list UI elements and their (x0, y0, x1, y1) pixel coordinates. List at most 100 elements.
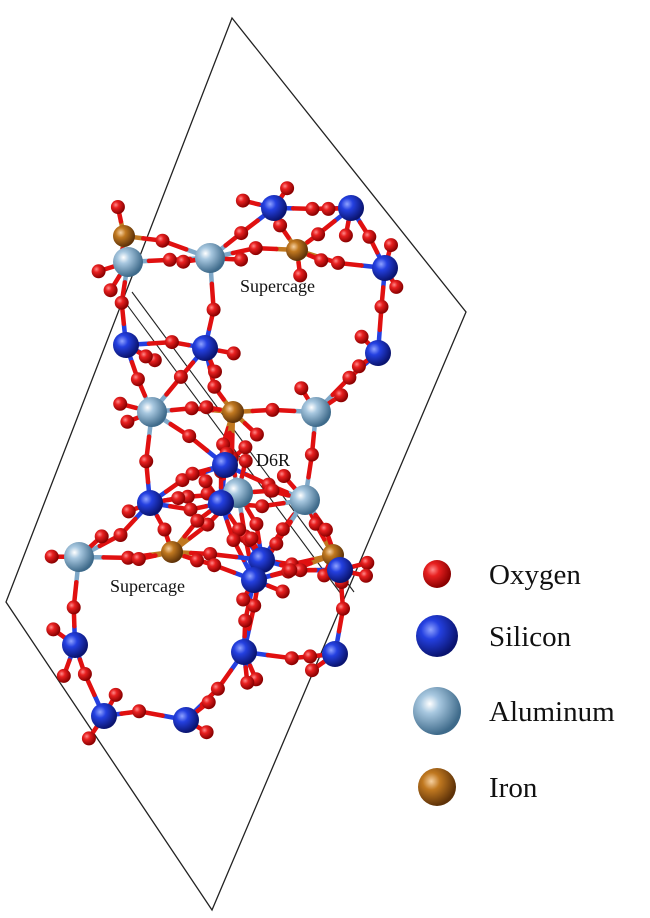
oxygen-atom (321, 201, 336, 216)
oxygen-atom (247, 598, 262, 613)
oxygen-atom (235, 193, 250, 208)
oxygen-atom (108, 687, 123, 702)
legend: Oxygen Silicon Aluminum Iron (413, 559, 615, 806)
red-sphere-icon (423, 560, 451, 588)
aluminum-atom (290, 485, 320, 515)
oxygen-atom (236, 592, 251, 607)
oxygen-atom (354, 329, 369, 344)
oxygen-atom (234, 252, 248, 267)
oxygen-atom (162, 252, 177, 267)
oxygen-atom (183, 502, 198, 517)
oxygen-atom (44, 549, 59, 564)
oxygen-atom (273, 218, 288, 233)
oxygen-atom (389, 279, 404, 294)
oxygen-atom (199, 725, 214, 740)
oxygen-atom (238, 613, 253, 628)
oxygen-atom (351, 359, 366, 374)
oxygen-atom (234, 226, 249, 241)
supercage-label-top: Supercage (240, 276, 315, 296)
oxygen-atom (207, 379, 222, 394)
oxygen-atom (121, 504, 136, 519)
oxygen-atom (283, 563, 298, 578)
silicon-atom (212, 452, 238, 478)
oxygen-atom (103, 283, 118, 298)
aluminum-atom (113, 247, 143, 277)
oxygen-atom (176, 254, 191, 269)
oxygen-atom (77, 667, 92, 681)
silicon-atom (173, 707, 199, 733)
oxygen-atom (210, 681, 225, 696)
oxygen-atom (66, 600, 81, 615)
legend-item-aluminum: Aluminum (413, 687, 615, 735)
oxygen-atom (359, 568, 373, 583)
oxygen-atom (226, 346, 241, 361)
oxygen-atom (265, 402, 280, 417)
oxygen-atom (255, 499, 270, 514)
oxygen-atom (46, 622, 61, 637)
aluminum-atom (301, 397, 331, 427)
oxygen-atom (182, 429, 197, 444)
oxygen-atom (113, 396, 128, 411)
oxygen-atom (198, 474, 213, 489)
silicon-atom (322, 641, 348, 667)
legend-label: Iron (489, 772, 538, 804)
aluminum-atom (137, 397, 167, 427)
oxygen-atom (249, 517, 264, 531)
oxygen-atom (305, 663, 319, 678)
legend-label: Silicon (489, 621, 572, 653)
legend-label: Oxygen (489, 559, 581, 591)
blue-sphere-icon (416, 615, 458, 657)
oxygen-atom (113, 528, 128, 542)
oxygen-atom (184, 401, 199, 416)
silicon-atom (62, 632, 88, 658)
oxygen-atom (232, 522, 246, 537)
oxygen-atom (138, 349, 153, 364)
oxygen-atom (284, 651, 299, 666)
aluminum-atom (64, 542, 94, 572)
oxygen-atom (203, 547, 218, 561)
oxygen-atom (199, 400, 214, 415)
silicon-atom (91, 703, 117, 729)
oxygen-atom (56, 668, 71, 683)
oxygen-atom (208, 364, 222, 379)
oxygen-atom (311, 227, 326, 242)
oxygen-atom (130, 372, 145, 387)
oxygen-atom (305, 201, 320, 216)
oxygen-atom (334, 388, 349, 403)
silicon-atom (261, 195, 287, 221)
oxygen-atom (110, 200, 125, 214)
legend-item-iron: Iron (418, 768, 538, 806)
oxygen-atom (171, 491, 186, 506)
d6r-label: D6R (256, 450, 290, 470)
oxygen-atom (293, 268, 308, 283)
oxygen-atom (240, 675, 255, 690)
oxygen-atom (338, 228, 353, 243)
supercage-label-bottom: Supercage (110, 576, 185, 596)
silicon-atom (365, 340, 391, 366)
oxygen-atom (238, 453, 253, 468)
silicon-atom (249, 547, 275, 573)
oxygen-atom (276, 469, 291, 483)
oxygen-atom (207, 558, 222, 573)
oxygen-atom (190, 553, 204, 568)
oxygen-atom (331, 255, 345, 270)
iron-atom (286, 239, 308, 261)
oxygen-atom (121, 550, 136, 565)
silicon-atom (241, 567, 267, 593)
oxygen-atom (201, 695, 216, 710)
silicon-atom (113, 332, 139, 358)
oxygen-atom (226, 533, 241, 547)
oxygen-atom (139, 454, 154, 469)
iron-atom (161, 541, 183, 563)
lightblue-sphere-icon (413, 687, 461, 735)
oxygen-atom (81, 731, 96, 746)
oxygen-atom (190, 513, 205, 528)
oxygen-atom (120, 414, 135, 429)
legend-item-silicon: Silicon (416, 615, 572, 657)
oxygen-atom (131, 552, 146, 566)
unit-cell-outline (5, 16, 467, 912)
oxygen-atom (185, 466, 200, 481)
oxygen-atom (269, 536, 284, 551)
oxygen-atom (91, 264, 106, 279)
oxygen-atom (132, 704, 147, 719)
